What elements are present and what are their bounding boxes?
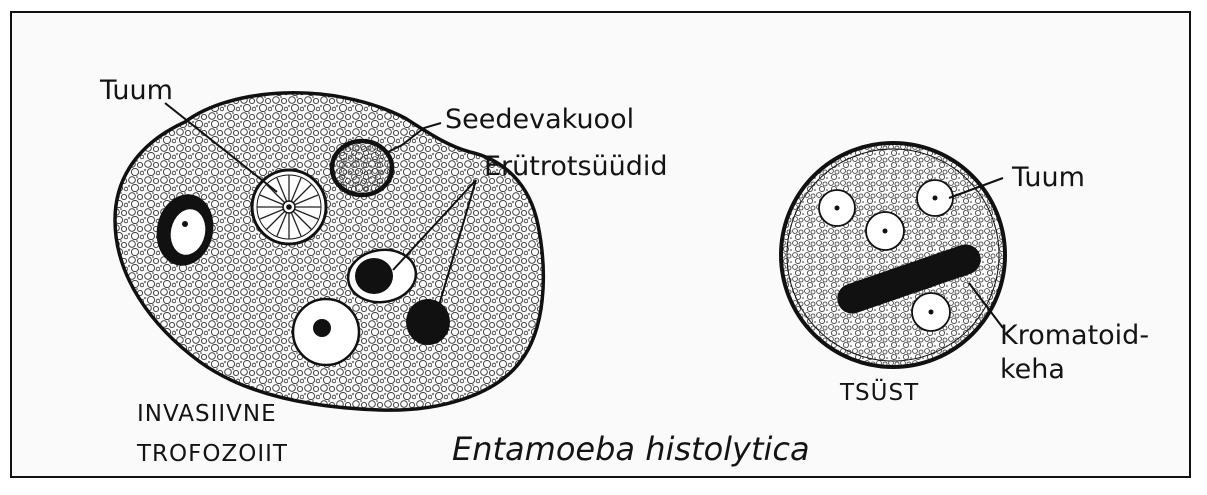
digestive-vacuole: [332, 141, 392, 195]
label-trophozoite-nucleus: Tuum: [99, 75, 173, 106]
erythrocyte-2: [406, 299, 450, 345]
caption-cyst: TSÜST: [839, 378, 919, 406]
label-chromatoid-line2: keha: [1000, 354, 1065, 385]
label-erythrocytes: Erütrotsüüdid: [484, 151, 668, 182]
cyst-nucleus-4: [912, 293, 950, 331]
food-vacuole: [293, 299, 359, 365]
cyst: [781, 143, 1005, 367]
cyst-nucleus-2: [866, 212, 904, 250]
caption-trophozoite-line1: INVASIIVNE: [137, 401, 277, 427]
label-cyst-nucleus: Tuum: [1011, 162, 1085, 193]
cyst-nucleus-3: [917, 180, 953, 216]
caption-trophozoite-line2: TROFOZOIIT: [136, 441, 288, 467]
figure-title: Entamoeba histolytica: [452, 430, 810, 468]
label-digestive-vacuole: Seedevakuool: [445, 104, 634, 135]
trophozoite: [115, 93, 543, 410]
cyst-nucleus-1: [819, 190, 855, 226]
label-chromatoid-line1: Kromatoid-: [1000, 320, 1149, 351]
